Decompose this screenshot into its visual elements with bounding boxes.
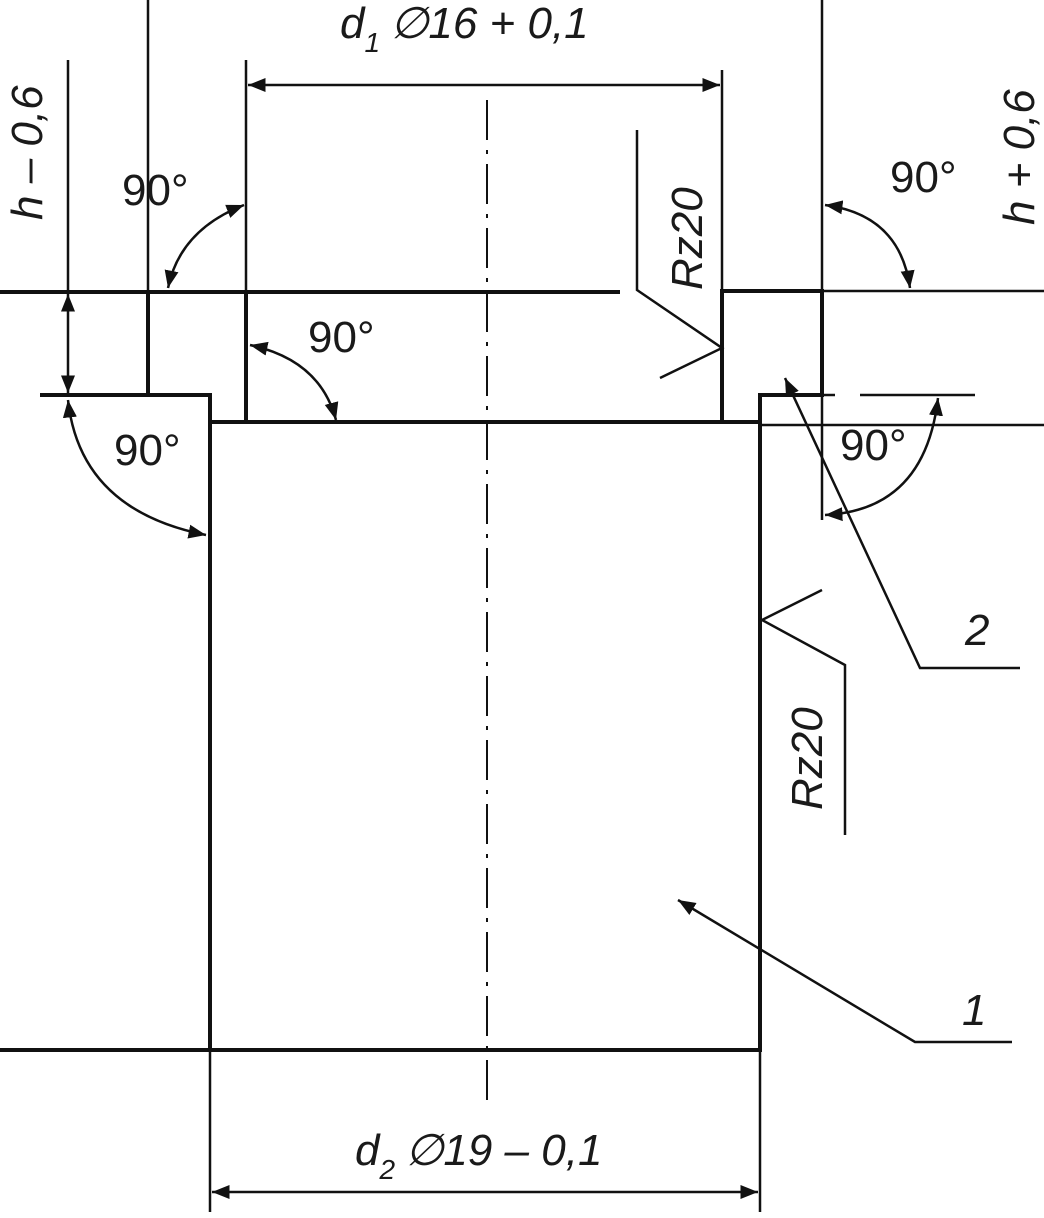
- part-2-left-washer: [146, 290, 248, 424]
- angle-label: 90°: [890, 153, 957, 202]
- dim-h-left-label: h – 0,6: [3, 85, 52, 220]
- part-label-1: 1: [962, 986, 986, 1035]
- part-1-body: [208, 420, 762, 1052]
- leader-part-2: [783, 377, 1020, 670]
- part-2-right-washer: [720, 289, 824, 424]
- angle-label: 90°: [308, 313, 375, 362]
- roughness-right-label: Rz20: [783, 707, 832, 810]
- part-label-2: 2: [964, 606, 989, 655]
- dim-h-right-label: h + 0,6: [995, 89, 1044, 225]
- dim-d2-label: d2∅19 – 0,1: [355, 1126, 602, 1185]
- roughness-top-label: Rz20: [663, 187, 712, 290]
- angle-label: 90°: [122, 166, 189, 215]
- angle-arcs: [62, 200, 943, 539]
- roughness-symbol-right: [759, 588, 847, 835]
- angle-label: 90°: [114, 426, 181, 475]
- leader-part-1: [677, 898, 1012, 1044]
- angle-label: 90°: [840, 421, 907, 470]
- roughness-symbol-top: [635, 130, 725, 380]
- dim-d1-label: d1∅16 + 0,1: [340, 0, 589, 58]
